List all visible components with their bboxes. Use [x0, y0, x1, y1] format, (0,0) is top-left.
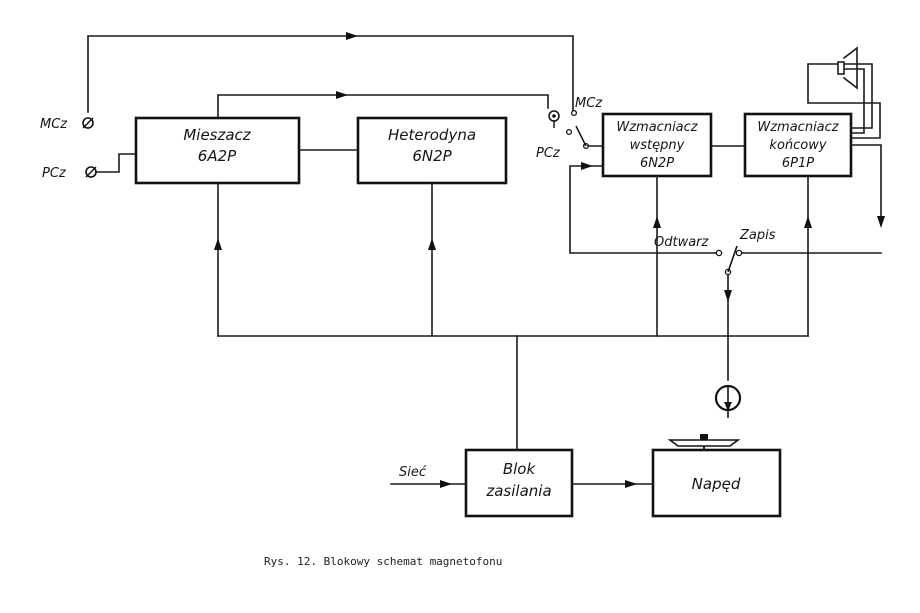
- preamp-tube: 6N2P: [640, 156, 674, 171]
- preamp-type: wstępny: [630, 138, 685, 153]
- drive-name: Napęd: [692, 475, 741, 493]
- input-selector-switch: MCz PCz: [536, 96, 604, 161]
- power-bus: [214, 175, 812, 451]
- switch-mcz-label: MCz: [575, 96, 603, 111]
- mcz-top-line: [87, 32, 574, 113]
- mains-input: Sieć: [390, 465, 467, 488]
- mixer-name: Mieszacz: [183, 126, 251, 144]
- heterodyne-name: Heterodyna: [388, 126, 476, 144]
- pcz-input-label: PCz: [42, 166, 67, 181]
- mixer-tube: 6A2P: [198, 147, 237, 165]
- drive-block: Napęd: [651, 448, 782, 518]
- power-amp-block: Wzmacniacz końcowy 6P1P: [743, 112, 853, 178]
- speaker-output: [807, 46, 881, 139]
- mixer-block: Mieszacz 6A2P: [134, 116, 301, 185]
- feedback-loop: [569, 144, 885, 254]
- record-label: Zapis: [739, 228, 776, 243]
- power-supply-name-2: zasilania: [485, 482, 551, 500]
- supply-to-drive-line: [571, 480, 654, 488]
- head-motor-line: [714, 274, 742, 418]
- playback-record-switch: Odtwarz Zapis: [654, 228, 776, 276]
- preamp-name: Wzmacniacz: [616, 120, 698, 135]
- power-amp-type: końcowy: [769, 138, 826, 153]
- tape-reel: [667, 434, 741, 450]
- playback-label: Odtwarz: [654, 235, 710, 250]
- pcz-terminal: PCz: [42, 153, 137, 181]
- power-amp-name: Wzmacniacz: [757, 120, 839, 135]
- heterodyne-block: Heterodyna 6N2P: [356, 116, 508, 185]
- heterodyne-tube: 6N2P: [412, 147, 452, 165]
- switch-pcz-label: PCz: [536, 146, 561, 161]
- mcz-input-label: MCz: [40, 117, 68, 132]
- power-supply-block: Blok zasilania: [464, 448, 574, 518]
- mcz-terminal: MCz: [40, 117, 94, 132]
- mixer-to-switch-line: [217, 91, 549, 119]
- mains-label: Sieć: [399, 465, 427, 480]
- power-amp-tube: 6P1P: [782, 156, 814, 171]
- figure-caption: Rys. 12. Blokowy schemat magnetofonu: [264, 555, 502, 568]
- preamp-block: Wzmacniacz wstępny 6N2P: [601, 112, 713, 178]
- power-supply-name: Blok: [503, 460, 537, 478]
